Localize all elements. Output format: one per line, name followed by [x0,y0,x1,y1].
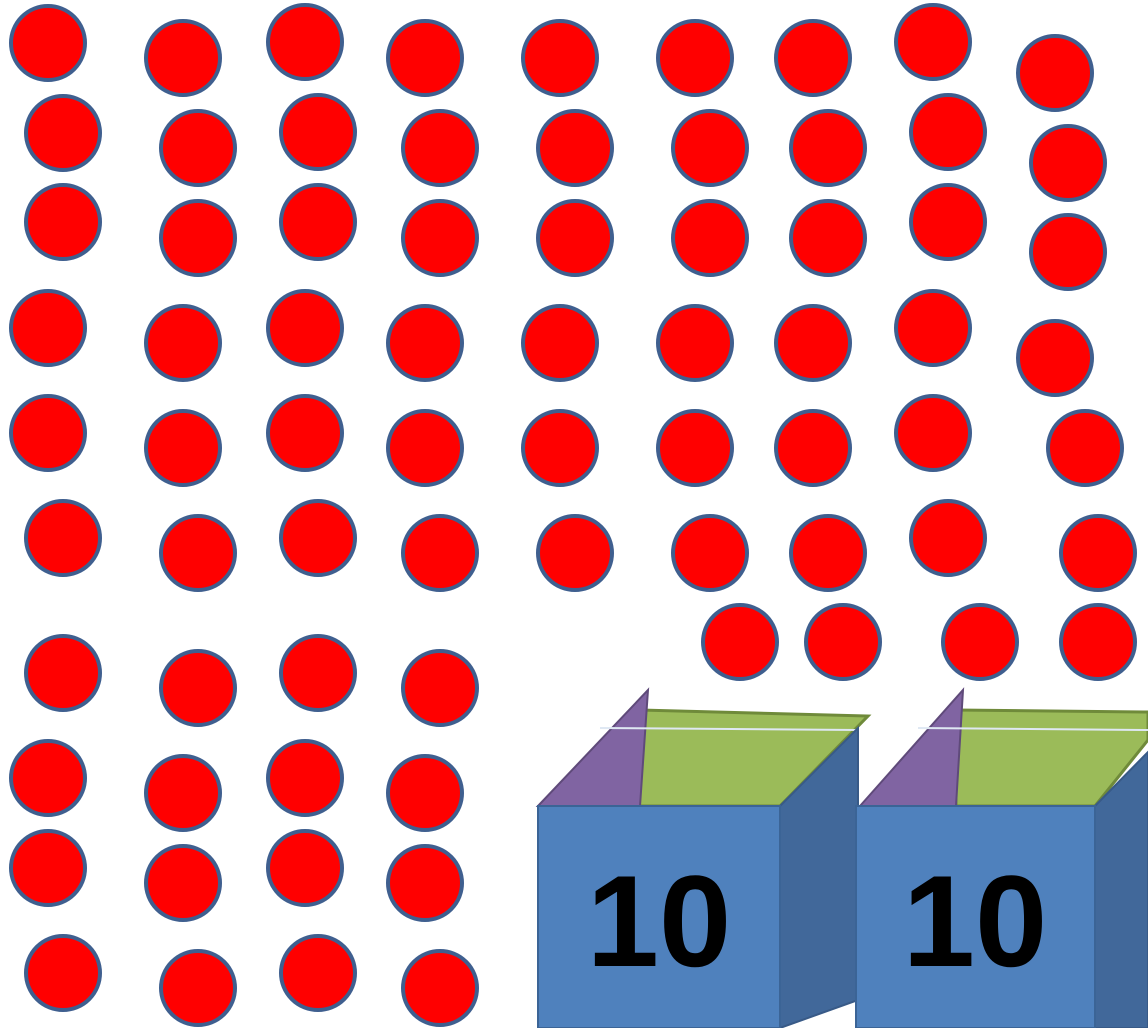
counter-dot [161,111,235,185]
counter-dot [11,831,85,905]
counter-dot [911,185,985,259]
counter-dot [26,96,100,170]
counter-dot [1018,36,1092,110]
counter-dot [146,306,220,380]
ten-box-2-label: 10 [903,848,1048,994]
counter-dot [1018,321,1092,395]
counter-dot [896,291,970,365]
counter-dot [896,5,970,79]
counter-dot [1031,215,1105,289]
counter-dot [673,111,747,185]
ten-box-1-label: 10 [587,848,732,994]
ten-box-1: 10 [538,690,868,1028]
counter-dot [791,111,865,185]
counter-dot [791,201,865,275]
counter-dot [896,396,970,470]
counter-dot [26,185,100,259]
counter-dot [658,21,732,95]
counter-dot [388,21,462,95]
counter-dot [1048,411,1122,485]
counter-dot [281,636,355,710]
counter-dot [538,111,612,185]
counter-dot [806,605,880,679]
counter-dot [1061,605,1135,679]
counter-dot [388,306,462,380]
ten-box-1-left-flap [538,690,648,806]
counter-dot [658,411,732,485]
counter-dot [523,411,597,485]
counter-dot [403,111,477,185]
counter-dot [281,936,355,1010]
counter-dot [776,411,850,485]
counter-dot [403,951,477,1025]
counter-dot [776,21,850,95]
counter-dot [703,605,777,679]
counter-dot [26,936,100,1010]
counter-dot [388,846,462,920]
counter-dot [268,831,342,905]
counter-dot [388,756,462,830]
counter-dot [943,605,1017,679]
counter-dot [1031,126,1105,200]
counter-dot [281,501,355,575]
ten-box-2-left-flap [860,690,963,806]
counter-dot [791,516,865,590]
counter-dot [388,411,462,485]
counter-dot [268,5,342,79]
counter-dot [268,741,342,815]
counter-dot [911,501,985,575]
counter-dot [161,201,235,275]
counter-dot [26,501,100,575]
counter-dot [26,636,100,710]
counter-dot [281,185,355,259]
counter-dot [403,201,477,275]
counter-dot [11,741,85,815]
counter-dot [403,516,477,590]
counter-dot [146,411,220,485]
counter-dot [673,516,747,590]
counter-dot [11,291,85,365]
counter-dot [161,516,235,590]
counter-dot [776,306,850,380]
counter-dot [658,306,732,380]
counter-dot [146,21,220,95]
counter-dot [403,651,477,725]
counter-dot [146,846,220,920]
counter-dot [523,21,597,95]
counter-dot [268,396,342,470]
counter-dot [161,651,235,725]
counter-dot [11,396,85,470]
counter-dot [673,201,747,275]
counter-dot [538,201,612,275]
counter-dot [146,756,220,830]
counter-dot [11,6,85,80]
counter-dot [268,291,342,365]
counter-dot [911,95,985,169]
counter-dot [523,306,597,380]
counter-dot [538,516,612,590]
ten-box-2: 10 [856,690,1148,1028]
counter-dot [161,951,235,1025]
counter-dot [281,95,355,169]
counter-dot [1061,516,1135,590]
